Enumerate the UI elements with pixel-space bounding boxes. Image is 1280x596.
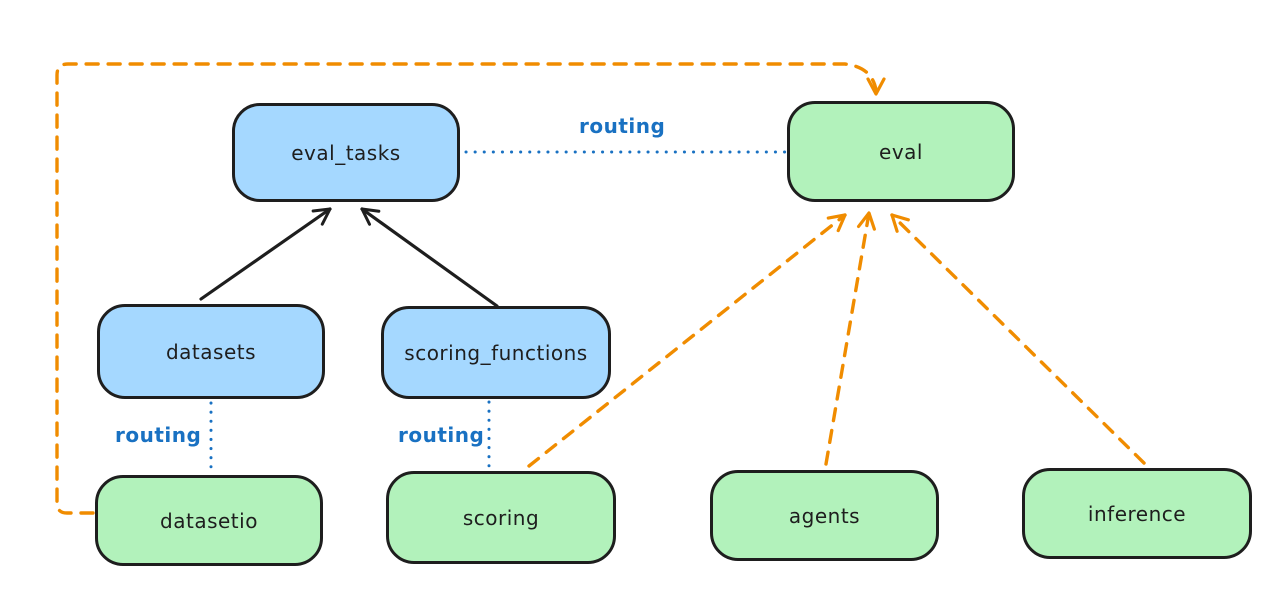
routing-label-eval-tasks-eval: routing	[579, 114, 666, 138]
node-agents-label: agents	[788, 503, 861, 528]
edge-datasetio-to-eval-loop	[55, 62, 886, 515]
node-eval-tasks-label: eval_tasks	[291, 140, 401, 165]
node-inference: inference	[1022, 468, 1252, 559]
node-datasetio-label: datasetio	[160, 508, 258, 533]
edge-datasets-to-eval-tasks	[199, 207, 332, 301]
node-scoring-functions-label: scoring_functions	[404, 340, 588, 365]
node-datasets-label: datasets	[165, 339, 257, 364]
node-datasetio: datasetio	[95, 475, 323, 566]
node-datasets: datasets	[97, 304, 325, 399]
routing-label-scoring-functions-scoring: routing	[398, 423, 485, 447]
edge-scoring-functions-to-eval-tasks	[360, 207, 499, 308]
node-scoring-label: scoring	[462, 505, 540, 530]
edge-scoring-to-eval	[527, 213, 847, 468]
node-eval: eval	[787, 101, 1015, 202]
edge-agents-to-eval	[824, 211, 876, 466]
node-inference-label: inference	[1087, 501, 1187, 526]
node-eval-label: eval	[879, 139, 923, 164]
node-eval-tasks: eval_tasks	[232, 103, 460, 202]
node-scoring-functions: scoring_functions	[381, 306, 611, 399]
node-scoring: scoring	[386, 471, 616, 564]
routing-label-datasets-datasetio: routing	[115, 423, 202, 447]
node-agents: agents	[710, 470, 939, 561]
edge-inference-to-eval	[890, 213, 1146, 465]
